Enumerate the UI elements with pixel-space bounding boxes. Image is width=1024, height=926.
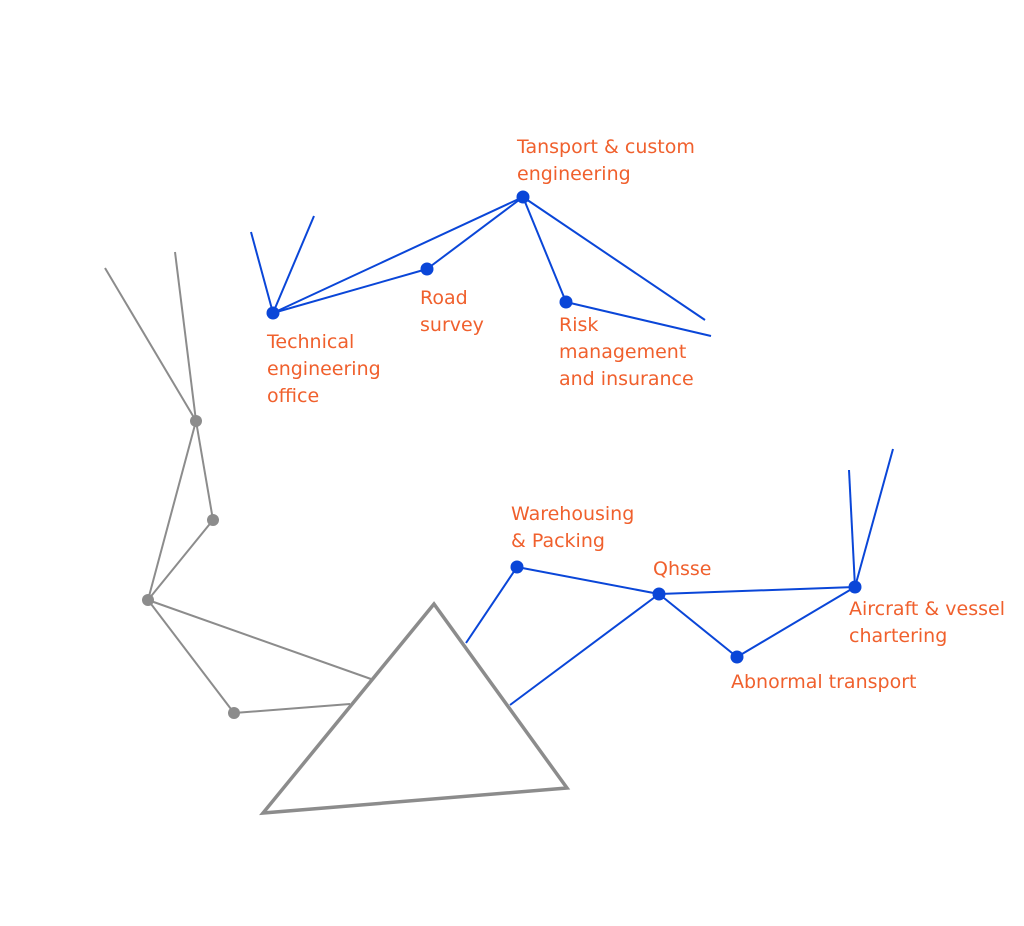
warehousing-packing-label-line: Warehousing xyxy=(511,503,634,525)
technical-engineering-office-label-line: office xyxy=(267,385,319,407)
tansport-custom-engineering-label-line: engineering xyxy=(517,163,631,185)
risk-management-insurance-label-line: and insurance xyxy=(559,368,694,390)
abnormal-transport-node xyxy=(730,650,744,664)
abnormal-transport-label-line: Abnormal transport xyxy=(731,671,916,693)
gray-edge xyxy=(174,251,197,422)
aircraft-vessel-chartering-label-line: Aircraft & vessel xyxy=(849,598,1005,620)
tansport-custom-engineering-node xyxy=(516,190,530,204)
tansport-custom-engineering-label: Tansport & custom engineering xyxy=(516,136,695,185)
qhsse-node xyxy=(652,587,666,601)
blue-edge xyxy=(854,448,894,588)
technical-engineering-office-node xyxy=(266,306,280,320)
technical-engineering-office-label: Technical engineering office xyxy=(266,331,381,407)
gray-node xyxy=(142,594,154,606)
road-survey-node xyxy=(420,262,434,276)
road-survey-label-line: survey xyxy=(420,314,484,336)
blue-edge xyxy=(522,196,706,321)
abnormal-transport-label: Abnormal transport xyxy=(731,671,916,693)
blue-edge xyxy=(658,593,738,658)
warehousing-packing-label: Warehousing & Packing xyxy=(511,503,634,552)
blue-network-edges xyxy=(250,196,894,706)
gray-node xyxy=(207,514,219,526)
gray-node xyxy=(228,707,240,719)
blue-edge xyxy=(736,586,856,658)
gray-edge xyxy=(147,599,372,680)
blue-edge xyxy=(426,196,524,270)
technical-engineering-office-label-line: engineering xyxy=(267,358,381,380)
road-survey-label: Road survey xyxy=(420,287,484,336)
warehousing-packing-label-line: & Packing xyxy=(511,530,605,552)
risk-management-insurance-label: Risk management and insurance xyxy=(559,314,694,390)
aircraft-vessel-chartering-label-line: chartering xyxy=(849,625,947,647)
road-survey-label-line: Road xyxy=(420,287,468,309)
qhsse-label: Qhsse xyxy=(653,558,711,580)
blue-network-nodes xyxy=(266,190,862,664)
qhsse-label-line: Qhsse xyxy=(653,558,711,580)
blue-edge xyxy=(848,469,856,588)
warehousing-packing-node xyxy=(510,560,524,574)
aircraft-vessel-chartering-label: Aircraft & vessel chartering xyxy=(849,598,1005,647)
blue-edge xyxy=(272,215,315,314)
blue-edge xyxy=(465,566,518,644)
risk-management-insurance-node xyxy=(559,295,573,309)
blue-edge xyxy=(522,196,567,303)
tansport-custom-engineering-label-line: Tansport & custom xyxy=(516,136,695,158)
risk-management-insurance-label-line: management xyxy=(559,341,686,363)
gray-node xyxy=(190,415,202,427)
technical-engineering-office-label-line: Technical xyxy=(266,331,354,353)
gray-edge xyxy=(147,519,214,601)
gray-network-nodes xyxy=(142,415,240,719)
triangle-hub-shape xyxy=(259,601,571,816)
risk-management-insurance-label-line: Risk xyxy=(559,314,598,336)
blue-edge xyxy=(250,231,274,314)
gray-edge xyxy=(233,703,351,714)
gray-edge xyxy=(104,267,197,422)
blue-edge xyxy=(272,268,428,314)
gray-edge xyxy=(147,599,235,714)
blue-edge xyxy=(516,566,660,595)
aircraft-vessel-chartering-node xyxy=(848,580,862,594)
blue-edge xyxy=(272,196,524,314)
blue-edge xyxy=(565,301,712,337)
blue-edge xyxy=(658,586,856,595)
gray-edge xyxy=(195,420,214,521)
blue-edge xyxy=(509,593,660,706)
gray-edge xyxy=(147,420,197,601)
gray-network-edges xyxy=(104,251,372,714)
